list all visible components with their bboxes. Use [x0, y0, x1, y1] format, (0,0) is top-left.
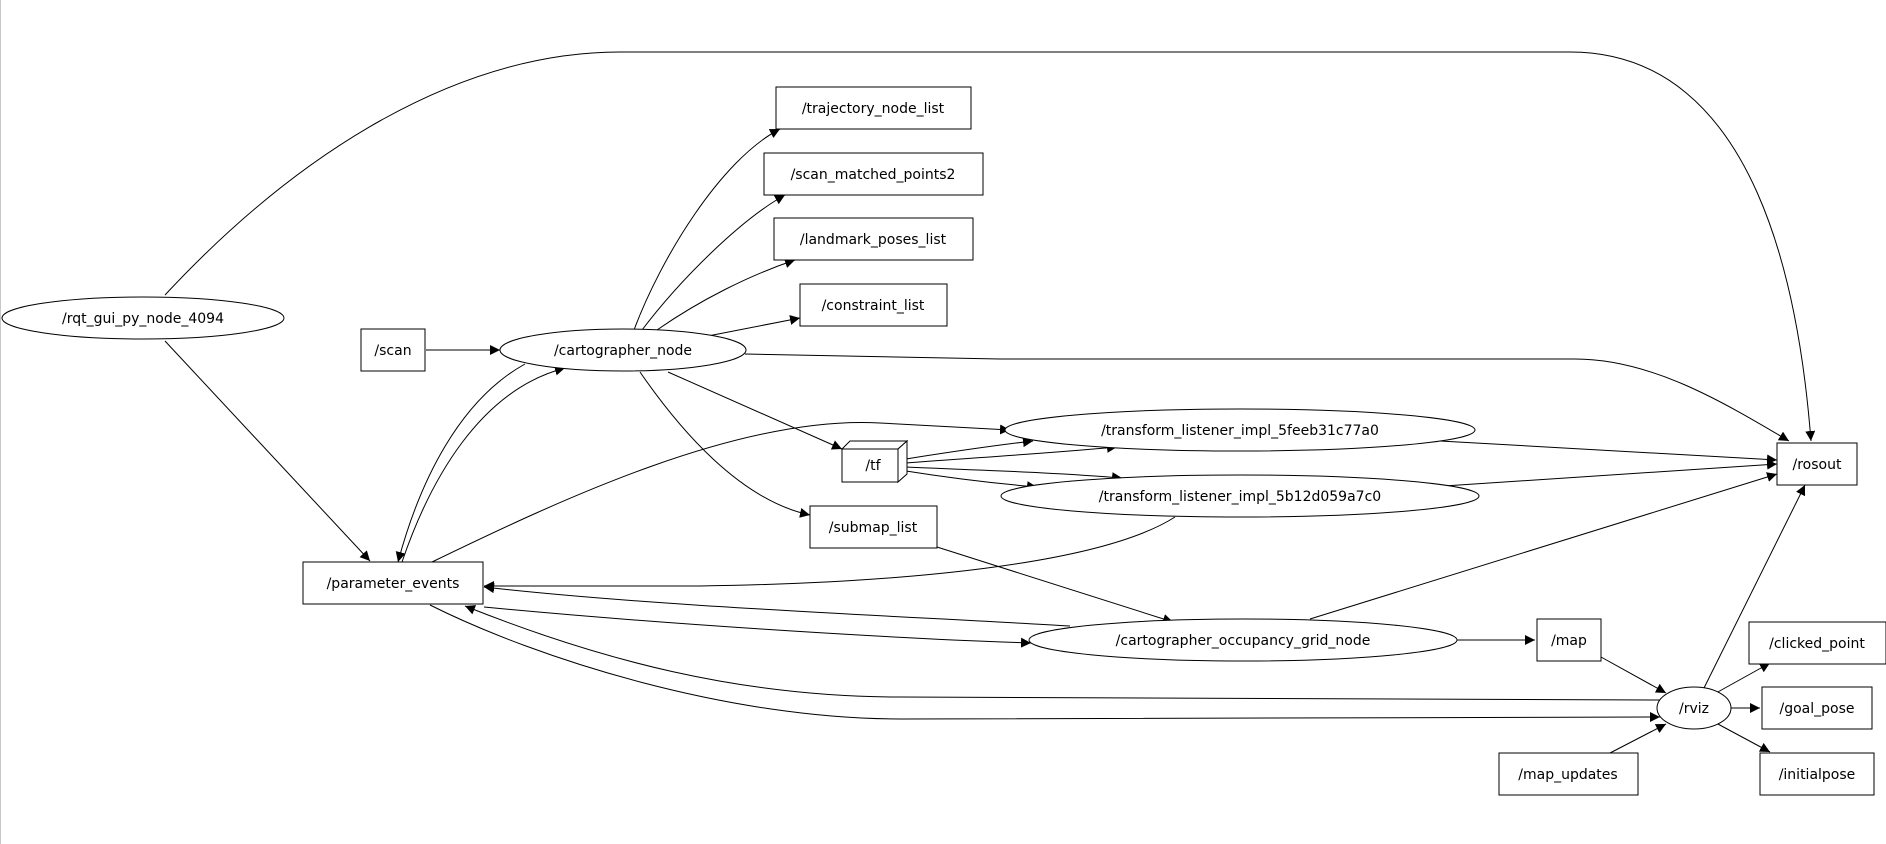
topic-rosout[interactable]: /rosout — [1776, 442, 1858, 486]
node-label: /transform_listener_impl_5b12d059a7c0 — [1099, 489, 1381, 505]
topic-label: /tf — [865, 458, 881, 474]
topic-label: /map — [1551, 633, 1587, 649]
edge-tf-to-transform-listener-b-2 — [905, 470, 1038, 492]
topic-initialpose[interactable]: /initialpose — [1759, 752, 1875, 796]
edge-occupancy-grid-to-parameter-events — [483, 583, 1071, 627]
edge-parameter-events-to-rviz — [429, 604, 1661, 723]
topic-label: /goal_pose — [1780, 701, 1855, 717]
edge-occupancy-grid-to-rosout — [1309, 472, 1778, 620]
topic-box — [302, 561, 484, 605]
edge-map-to-rviz — [1600, 656, 1667, 694]
node-label: /cartographer_node — [554, 343, 692, 359]
edge-cartographer-to-landmark-poses-list — [656, 258, 796, 331]
edge-parameter-events-to-occupancy-grid — [483, 606, 1032, 648]
edge-cartographer-to-trajectory-node-list — [633, 128, 781, 331]
topic-constraint-list[interactable]: /constraint_list — [799, 283, 948, 327]
edge-parameter-events-to-cartographer — [401, 365, 566, 563]
tf-box-side-face — [897, 439, 908, 484]
topic-label: /scan — [374, 343, 411, 359]
topic-label: /scan_matched_points2 — [791, 167, 956, 183]
edge-rviz-to-parameter-events — [464, 605, 1661, 701]
topic-box — [841, 448, 899, 483]
topic-landmark-poses-list[interactable]: /landmark_poses_list — [773, 217, 974, 261]
topic-label: /constraint_list — [822, 298, 925, 314]
edge-rviz-to-clicked-point — [1715, 662, 1771, 694]
edge-tf-to-transform-listener-a-2 — [905, 442, 1118, 464]
topic-label: /parameter_events — [327, 576, 460, 592]
topic-tf[interactable]: /tf — [840, 439, 909, 484]
topic-clicked-point[interactable]: /clicked_point — [1748, 621, 1886, 665]
node-ellipse — [1000, 474, 1480, 518]
edge-transform-listener-a-to-rosout — [1439, 440, 1778, 465]
topic-submap-list[interactable]: /submap_list — [809, 505, 938, 549]
topic-box — [1498, 752, 1639, 796]
edge-cartographer-to-parameter-events — [395, 363, 526, 563]
node-rviz[interactable]: /rviz — [1656, 686, 1732, 730]
edge-cartographer-to-submap-list — [639, 371, 811, 518]
edge-transform-listener-b-to-parameter-events — [484, 516, 1176, 591]
topic-label: /submap_list — [829, 520, 918, 536]
topic-goal-pose[interactable]: /goal_pose — [1761, 686, 1873, 730]
node-ellipse — [1004, 408, 1476, 452]
nodes: /rqt_gui_py_node_4094 /scan /cartographe… — [1, 86, 1886, 796]
topic-trajectory-node-list[interactable]: /trajectory_node_list — [775, 86, 972, 130]
topic-label: /initialpose — [1779, 767, 1856, 783]
node-label: /transform_listener_impl_5feeb31c77a0 — [1101, 423, 1379, 439]
node-transform-listener-impl-5feeb31c77a0[interactable]: /transform_listener_impl_5feeb31c77a0 — [1004, 408, 1476, 452]
node-cartographer-occupancy-grid-node[interactable]: /cartographer_occupancy_grid_node — [1028, 618, 1458, 662]
edge-transform-listener-b-to-rosout — [1443, 459, 1778, 487]
topic-box — [773, 217, 974, 261]
edge-rqt-gui-to-parameter-events — [164, 340, 371, 562]
node-ellipse — [499, 328, 747, 372]
topic-map[interactable]: /map — [1536, 618, 1602, 662]
edge-cartographer-to-constraint-list — [707, 315, 801, 337]
edge-rqt-gui-to-rosout — [164, 51, 1816, 442]
edge-map-updates-to-rviz — [1609, 723, 1667, 754]
edge-tf-to-transform-listener-b-1 — [905, 466, 1123, 483]
edge-cartographer-to-tf — [667, 371, 843, 450]
topic-map-updates[interactable]: /map_updates — [1498, 752, 1639, 796]
topic-box — [1536, 618, 1602, 662]
topic-box — [799, 283, 948, 327]
topic-box — [1776, 442, 1858, 486]
topic-parameter-events[interactable]: /parameter_events — [302, 561, 484, 605]
edge-submap-list-to-occupancy-grid — [936, 546, 1174, 624]
edge-cartographer-to-scan-matched-points2 — [641, 194, 786, 331]
topic-box — [1748, 621, 1886, 665]
node-transform-listener-impl-5b12d059a7c0[interactable]: /transform_listener_impl_5b12d059a7c0 — [1000, 474, 1480, 518]
topic-scan[interactable]: /scan — [360, 328, 426, 372]
topic-box — [763, 152, 984, 196]
node-label: /rqt_gui_py_node_4094 — [62, 311, 224, 327]
node-ellipse — [1, 296, 285, 340]
topic-scan-matched-points2[interactable]: /scan_matched_points2 — [763, 152, 984, 196]
edge-rviz-to-rosout — [1703, 484, 1806, 689]
node-cartographer-node[interactable]: /cartographer_node — [499, 328, 747, 372]
node-rqt-gui-py-node[interactable]: /rqt_gui_py_node_4094 — [1, 296, 285, 340]
canvas-left-border — [0, 0, 1, 844]
tf-box-top-face — [840, 440, 909, 450]
edge-parameter-events-to-transform-listener-a — [431, 421, 1011, 563]
topic-box — [809, 505, 938, 549]
topic-label: /landmark_poses_list — [800, 232, 947, 248]
edge-rviz-to-initialpose — [1715, 722, 1771, 753]
topic-label: /map_updates — [1518, 767, 1617, 783]
topic-label: /rosout — [1793, 457, 1842, 473]
node-ellipse — [1656, 686, 1732, 730]
node-label: /cartographer_occupancy_grid_node — [1116, 633, 1371, 649]
topic-box — [1761, 686, 1873, 730]
topic-label: /clicked_point — [1769, 636, 1865, 652]
topic-box — [360, 328, 426, 372]
edge-tf-to-transform-listener-a-1 — [905, 437, 1034, 460]
node-ellipse — [1028, 618, 1458, 662]
node-label: /rviz — [1679, 701, 1709, 717]
topic-box — [1759, 752, 1875, 796]
topic-label: /trajectory_node_list — [802, 101, 945, 117]
topic-box — [775, 86, 972, 130]
edge-cartographer-to-rosout — [744, 353, 1790, 442]
